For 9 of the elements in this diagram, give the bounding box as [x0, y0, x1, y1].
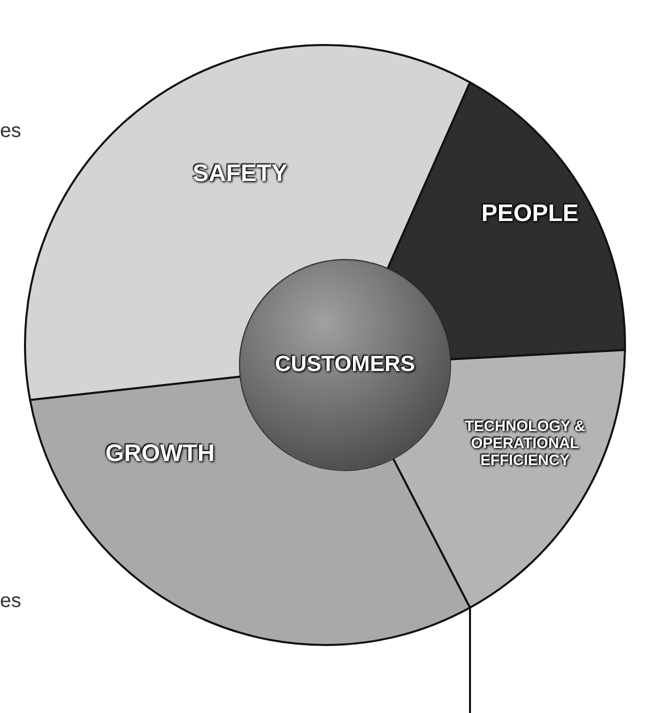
text-fragment: es	[0, 120, 22, 143]
center-circle	[240, 260, 450, 470]
segment-label: SAFETY	[192, 160, 288, 188]
text-fragment: es	[0, 590, 22, 613]
segment-label: TECHNOLOGY & OPERATIONAL EFFICIENCY	[464, 418, 586, 469]
pie-segment	[24, 44, 471, 401]
segment-label: PEOPLE	[480, 200, 580, 228]
segment-label: GROWTH	[104, 440, 216, 468]
segment-label: CUSTOMERS	[274, 351, 416, 377]
